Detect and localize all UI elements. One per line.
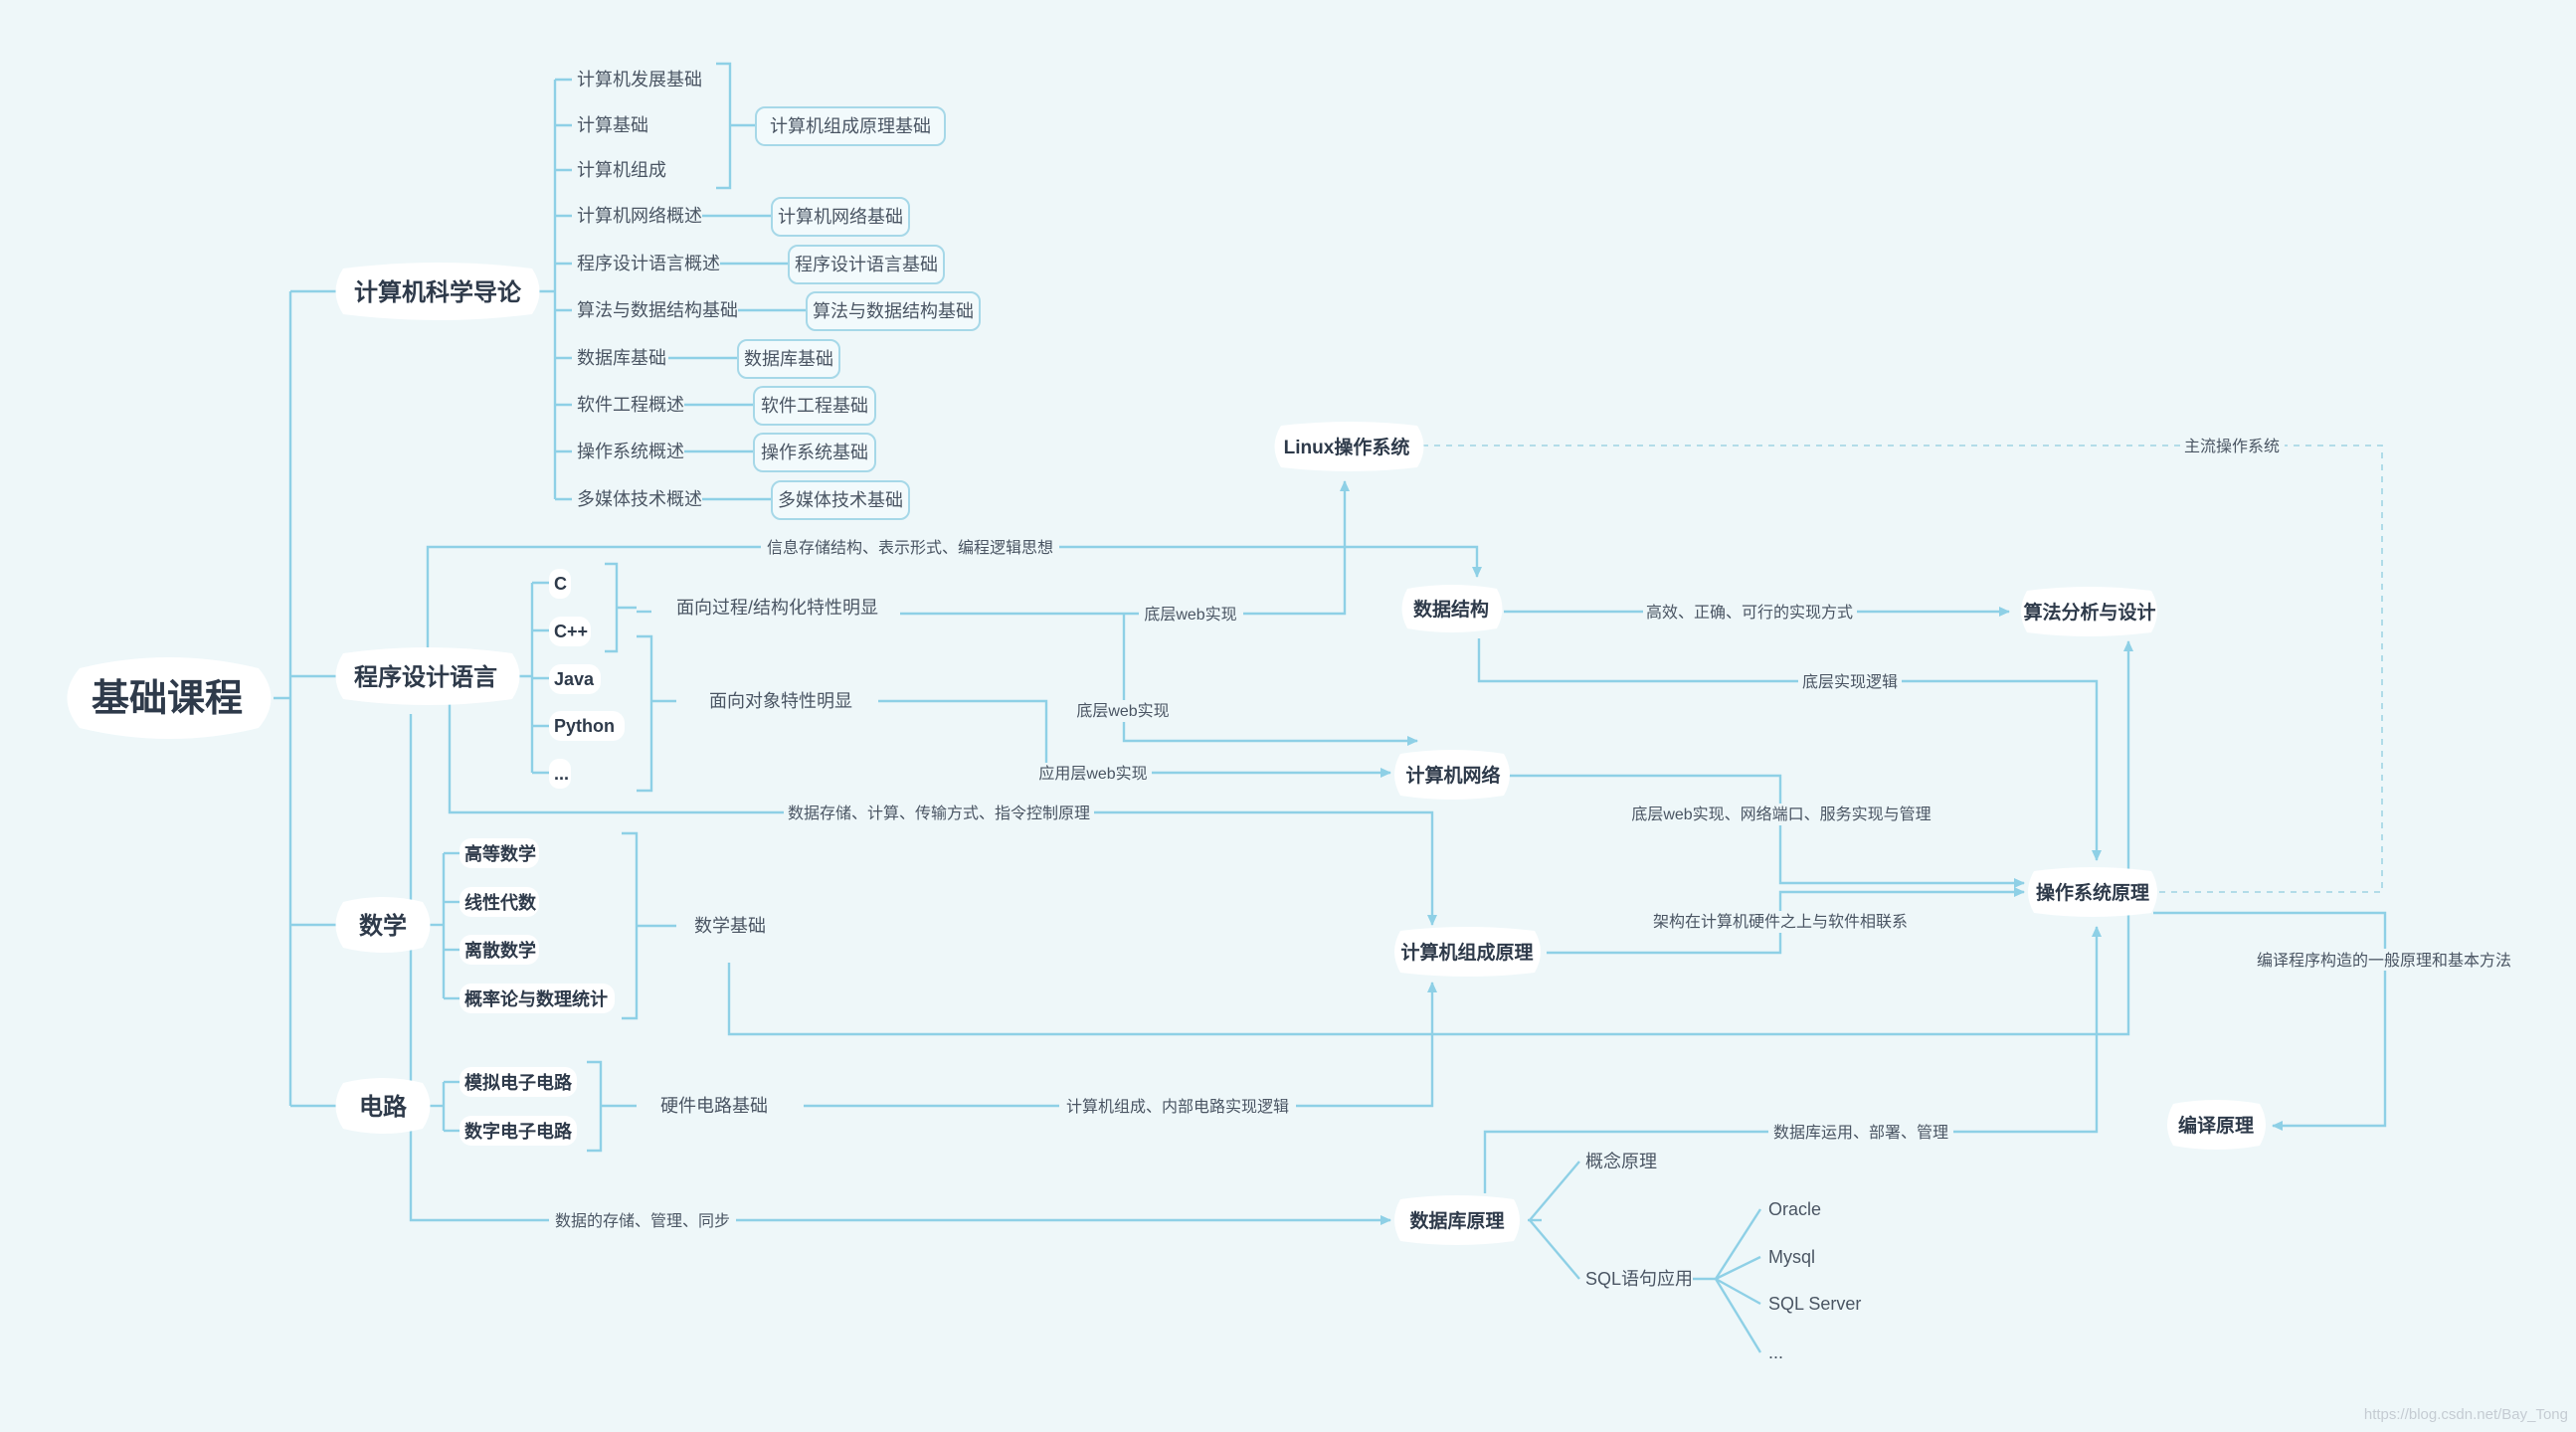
sub-link[interactable]: 操作系统基础	[761, 443, 868, 462]
list-item[interactable]: 数字电子电路	[464, 1121, 573, 1142]
branch-intro[interactable]: 计算机科学导论	[354, 278, 522, 306]
node-architecture[interactable]: 计算机组成原理	[1400, 941, 1533, 964]
list-item[interactable]: 计算机网络概述	[577, 206, 702, 226]
node-compiler[interactable]: 编译原理	[2178, 1114, 2254, 1137]
list-item[interactable]: Java	[554, 669, 595, 689]
list-item[interactable]: 概率论与数理统计	[464, 988, 608, 1009]
list-item[interactable]: 高等数学	[464, 843, 536, 864]
edge-label: 编译程序构造的一般原理和基本方法	[2257, 952, 2511, 970]
list-item[interactable]: 离散数学	[464, 940, 536, 961]
list-item[interactable]: 数据库基础	[577, 348, 666, 368]
edge-label: 高效、正确、可行的实现方式	[1646, 604, 1853, 622]
intro-items: 计算机发展基础 计算基础 计算机组成 计算机网络概述 程序设计语言概述 算法与数…	[577, 70, 738, 509]
list-item[interactable]: Mysql	[1768, 1247, 1815, 1267]
list-item[interactable]: 操作系统概述	[577, 442, 684, 461]
node-os[interactable]: 操作系统原理	[2036, 881, 2149, 904]
math-group[interactable]: 数学基础	[694, 916, 766, 936]
root-topic[interactable]: 基础课程	[92, 678, 243, 720]
list-item[interactable]: 计算基础	[577, 115, 648, 135]
list-item[interactable]: 算法与数据结构基础	[577, 300, 738, 320]
node-linux[interactable]: Linux操作系统	[1284, 436, 1410, 458]
sub-link[interactable]: 软件工程基础	[761, 396, 868, 416]
edge-label: 底层实现逻辑	[1802, 673, 1898, 691]
list-item[interactable]: 线性代数	[464, 892, 537, 913]
edge-label: 数据库运用、部署、管理	[1773, 1124, 1948, 1142]
list-item[interactable]: 程序设计语言概述	[577, 254, 720, 273]
edge-label: 底层web实现	[1144, 606, 1236, 624]
list-item[interactable]: C++	[554, 622, 588, 641]
edge-label: 底层web实现、网络端口、服务实现与管理	[1631, 805, 1931, 823]
edge-label: 计算机组成、内部电路实现逻辑	[1066, 1097, 1289, 1116]
lang-group-procedural[interactable]: 面向过程/结构化特性明显	[676, 598, 878, 618]
tree-connectors	[274, 62, 1762, 1353]
edge-labels: 主流操作系统 信息存储结构、表示形式、编程逻辑思想 底层web实现 底层web实…	[549, 436, 2518, 1232]
list-item[interactable]: Oracle	[1768, 1199, 1821, 1219]
sub-link[interactable]: 多媒体技术基础	[778, 490, 903, 510]
list-item[interactable]: 计算机发展基础	[577, 70, 702, 90]
edge-label: 底层web实现	[1076, 702, 1169, 720]
list-item[interactable]: SQL Server	[1768, 1294, 1861, 1314]
list-item[interactable]: C	[554, 574, 567, 594]
edge-label: 架构在计算机硬件之上与软件相联系	[1653, 912, 1908, 931]
sub-link[interactable]: 数据库基础	[744, 349, 833, 369]
branch-programming[interactable]: 程序设计语言	[354, 663, 497, 691]
node-algorithm[interactable]: 算法分析与设计	[2023, 601, 2155, 624]
languages: C C++ Java Python ...	[554, 574, 615, 784]
sub-link[interactable]: 计算机网络基础	[778, 207, 903, 227]
edge-label: 主流操作系统	[2184, 438, 2280, 455]
db-concept[interactable]: 概念原理	[1585, 1151, 1657, 1171]
edge-label: 数据的存储、管理、同步	[555, 1212, 730, 1230]
branch-math[interactable]: 数学	[359, 912, 407, 940]
node-data-structure[interactable]: 数据结构	[1413, 598, 1489, 621]
list-item[interactable]: 软件工程概述	[577, 395, 684, 415]
node-shapes	[67, 106, 2266, 1245]
edge-label: 信息存储结构、表示形式、编程逻辑思想	[767, 539, 1053, 557]
lang-group-oop[interactable]: 面向对象特性明显	[709, 691, 852, 711]
circuit-group[interactable]: 硬件电路基础	[660, 1096, 768, 1116]
root-label: 基础课程	[92, 678, 243, 720]
edge-label: 应用层web实现	[1038, 764, 1147, 783]
edge-label: 数据存储、计算、传输方式、指令控制原理	[788, 804, 1090, 822]
sub-link[interactable]: 算法与数据结构基础	[813, 301, 974, 321]
list-item[interactable]: ...	[1768, 1342, 1783, 1362]
node-network[interactable]: 计算机网络	[1405, 764, 1500, 787]
math-items: 高等数学 线性代数 离散数学 概率论与数理统计	[464, 843, 608, 1009]
list-item[interactable]: 模拟电子电路	[464, 1072, 573, 1093]
intro-links: 计算机组成原理基础 计算机网络基础 程序设计语言基础 算法与数据结构基础 数据库…	[744, 116, 974, 510]
list-item[interactable]: Python	[554, 716, 615, 736]
circuit-items: 模拟电子电路 数字电子电路	[464, 1072, 573, 1142]
list-item[interactable]: ...	[554, 764, 569, 784]
list-item[interactable]: 计算机组成	[577, 160, 666, 180]
watermark: https://blog.csdn.net/Bay_Tong	[2364, 1406, 2568, 1423]
node-database[interactable]: 数据库原理	[1409, 1209, 1504, 1232]
sql-items: Oracle Mysql SQL Server ...	[1768, 1199, 1861, 1362]
sub-link[interactable]: 程序设计语言基础	[795, 255, 938, 274]
list-item[interactable]: 多媒体技术概述	[577, 489, 702, 509]
intro-group-label[interactable]: 计算机组成原理基础	[770, 116, 931, 136]
db-sql[interactable]: SQL语句应用	[1585, 1269, 1693, 1289]
branch-circuit[interactable]: 电路	[359, 1093, 408, 1121]
